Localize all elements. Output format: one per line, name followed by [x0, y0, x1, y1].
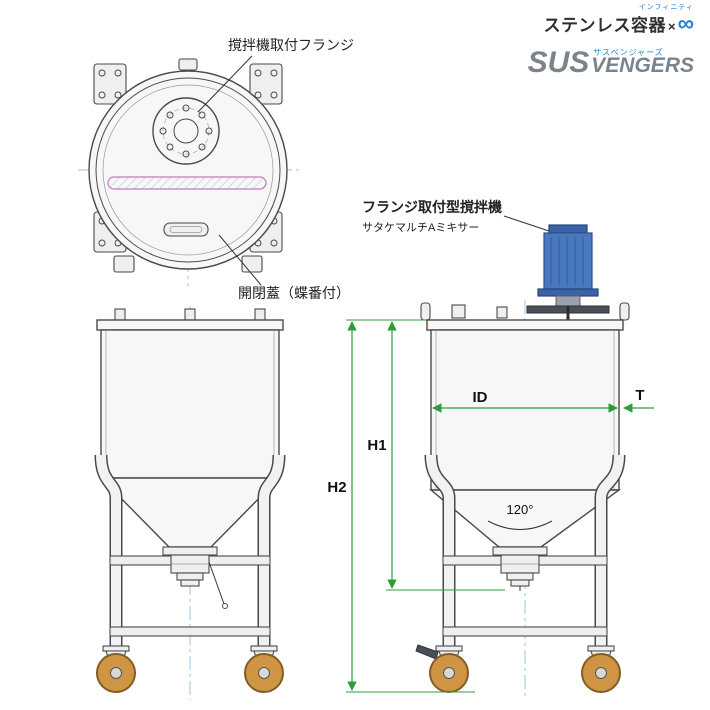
agitator-mount-flange	[152, 97, 220, 165]
lid-fitting	[496, 306, 508, 319]
dimension-annotations: ID T H1 H2	[327, 319, 654, 693]
infinity-wrap: インフィニティ ∞	[639, 4, 694, 36]
hinge-seal-slot	[107, 176, 267, 190]
infinity-ruby-label: インフィニティ	[638, 4, 694, 11]
flange-label: 撹拌機取付フランジ	[228, 37, 354, 53]
motor-fins	[550, 237, 584, 285]
mixer-model-label: サタケマルチAミキサー	[362, 221, 479, 234]
flange-leader-line	[197, 55, 253, 113]
tank-rim-front	[96, 319, 284, 331]
dim-h2-label: H2	[327, 479, 346, 496]
mixer-label: フランジ取付型撹拌機	[362, 199, 502, 215]
tank-rim-side	[426, 319, 624, 331]
product-line-title: ステンレス容器	[543, 16, 666, 35]
caster-brake-lever	[415, 644, 439, 660]
tank-body-side	[430, 329, 620, 491]
discharge-valve-side	[492, 546, 548, 591]
side-view: 120°	[362, 199, 630, 700]
flange-bolt-holes	[159, 104, 213, 158]
top-lug	[178, 58, 198, 71]
cone-bottom-side	[429, 489, 622, 548]
caster-side-right	[581, 645, 621, 693]
infinity-icon: ∞	[677, 10, 694, 36]
brand-vengers-wordmark: VENGERS	[591, 54, 694, 77]
tank-outer-rim	[88, 70, 288, 270]
foot-tab-right	[241, 255, 263, 273]
lid-label: 開閉蓋（蝶番付）	[238, 285, 350, 301]
lid-clamp-right	[619, 302, 630, 321]
brand-wordmark-row: SUS サスベンジャーズ VENGERS	[528, 48, 694, 78]
tank-body-front	[100, 329, 280, 479]
brand-area: ステンレス容器 × インフィニティ ∞ SUS サスベンジャーズ VENGERS	[528, 4, 695, 78]
caster-front-right	[244, 645, 284, 693]
foot-tab-left	[113, 255, 135, 273]
dim-t-label: T	[635, 387, 644, 404]
front-view	[94, 306, 286, 700]
lid-edge	[102, 84, 274, 256]
cone-bottom-front	[99, 477, 281, 548]
caster-side-left	[415, 644, 469, 693]
brand-vengers-wrap: サスベンジャーズ VENGERS	[591, 48, 694, 77]
mixer-motor	[526, 224, 610, 314]
cone-angle-label: 120°	[507, 502, 534, 517]
lid-clamp-left	[420, 302, 431, 321]
brand-sus-wordmark: SUS	[527, 46, 590, 79]
top-view: 撹拌機取付フランジ 開閉蓋（蝶番付）	[78, 37, 354, 301]
tank-inner-rim	[95, 77, 281, 263]
caster-front-left	[96, 645, 136, 693]
lid-handle	[163, 222, 209, 237]
multiply-symbol: ×	[668, 19, 676, 34]
mixer-leader-line	[503, 215, 550, 232]
dim-id-label: ID	[473, 389, 488, 406]
lid-nozzle	[451, 304, 466, 319]
valve-lever	[208, 561, 225, 605]
product-line-row: ステンレス容器 × インフィニティ ∞	[528, 4, 695, 36]
brand-ruby-label: サスベンジャーズ	[593, 48, 664, 57]
lid-leader-line	[218, 234, 262, 286]
dim-h1-label: H1	[367, 437, 386, 454]
cone-angle-arc	[487, 520, 553, 530]
discharge-valve-front	[162, 546, 228, 609]
